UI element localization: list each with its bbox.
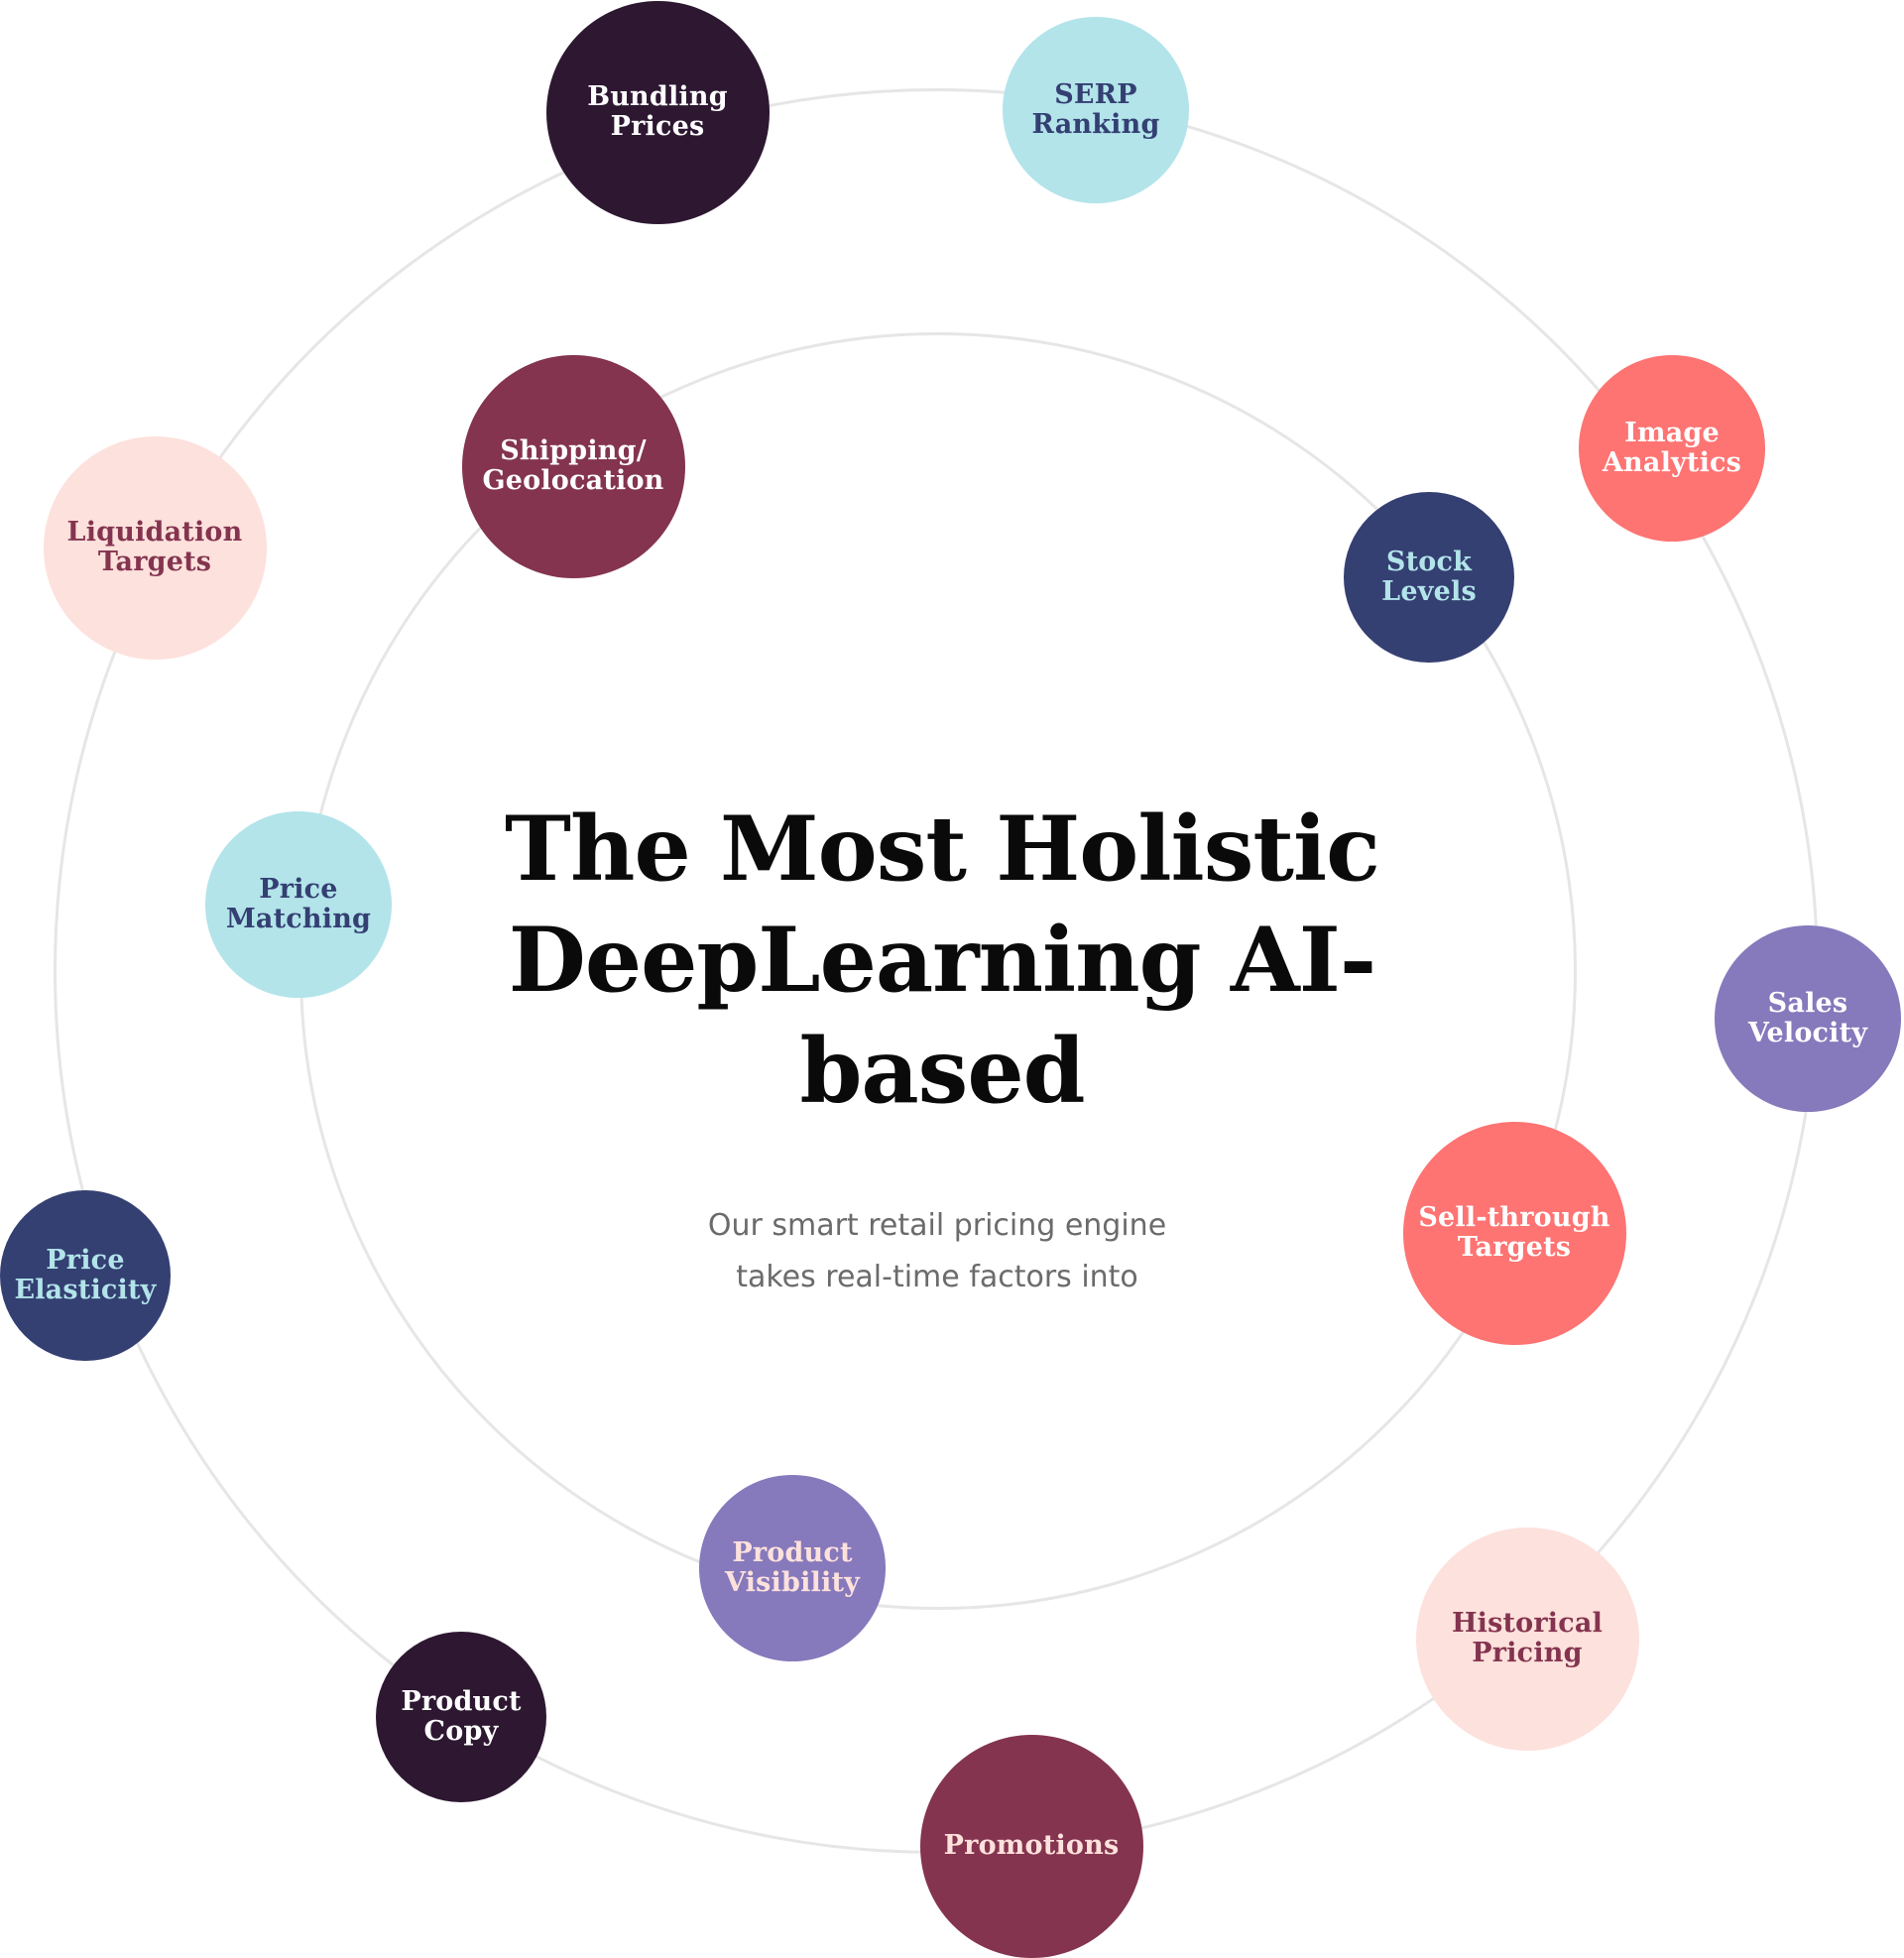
factor-node-historical-pricing: Historical Pricing — [1415, 1527, 1639, 1751]
factor-label-sales-velocity: Sales Velocity — [1747, 987, 1868, 1048]
factor-node-sales-velocity: Sales Velocity — [1715, 925, 1901, 1112]
factor-node-serp-ranking: SERP Ranking — [1003, 17, 1189, 203]
factor-node-price-matching: Price Matching — [205, 811, 392, 998]
factor-label-image-analytics: Image Analytics — [1602, 417, 1742, 478]
factor-label-bundling-prices: Bundling Prices — [587, 80, 728, 142]
factor-node-price-elasticity: Price Elasticity — [0, 1190, 171, 1361]
factor-node-product-visibility: Product Visibility — [699, 1475, 886, 1661]
factor-label-product-visibility: Product Visibility — [725, 1536, 860, 1598]
factor-node-image-analytics: Image Analytics — [1579, 355, 1765, 542]
factor-label-promotions: Promotions — [943, 1829, 1120, 1861]
factor-node-stock-levels: Stock Levels — [1344, 492, 1514, 663]
headline-line-1: The Most Holistic — [505, 796, 1380, 902]
factor-node-liquidation-targets: Liquidation Targets — [43, 435, 267, 660]
factor-label-liquidation-targets: Liquidation Targets — [66, 516, 243, 577]
subtitle-line-2: takes real-time factors into — [736, 1260, 1138, 1294]
factor-label-serp-ranking: SERP Ranking — [1031, 78, 1160, 140]
factor-label-sell-through-targets: Sell-through Targets — [1418, 1201, 1610, 1263]
factor-label-price-matching: Price Matching — [225, 873, 372, 934]
factor-label-historical-pricing: Historical Pricing — [1451, 1607, 1604, 1668]
factor-label-stock-levels: Stock Levels — [1381, 546, 1477, 607]
factor-node-product-copy: Product Copy — [376, 1632, 546, 1802]
factor-node-promotions: Promotions — [919, 1734, 1143, 1958]
factor-node-sell-through-targets: Sell-through Targets — [1402, 1121, 1626, 1345]
factor-node-shipping-geolocation: Shipping/ Geolocation — [461, 354, 685, 578]
headline-line-2: DeepLearning AI-based — [508, 908, 1376, 1124]
headline: The Most Holistic DeepLearning AI-based — [377, 794, 1507, 1127]
subtitle: Our smart retail pricing engine takes re… — [595, 1200, 1279, 1303]
subtitle-line-1: Our smart retail pricing engine — [707, 1208, 1167, 1243]
factor-label-price-elasticity: Price Elasticity — [14, 1244, 157, 1305]
factor-node-bundling-prices: Bundling Prices — [545, 0, 770, 224]
factor-label-shipping-geolocation: Shipping/ Geolocation — [482, 434, 664, 496]
factor-label-product-copy: Product Copy — [401, 1685, 522, 1747]
